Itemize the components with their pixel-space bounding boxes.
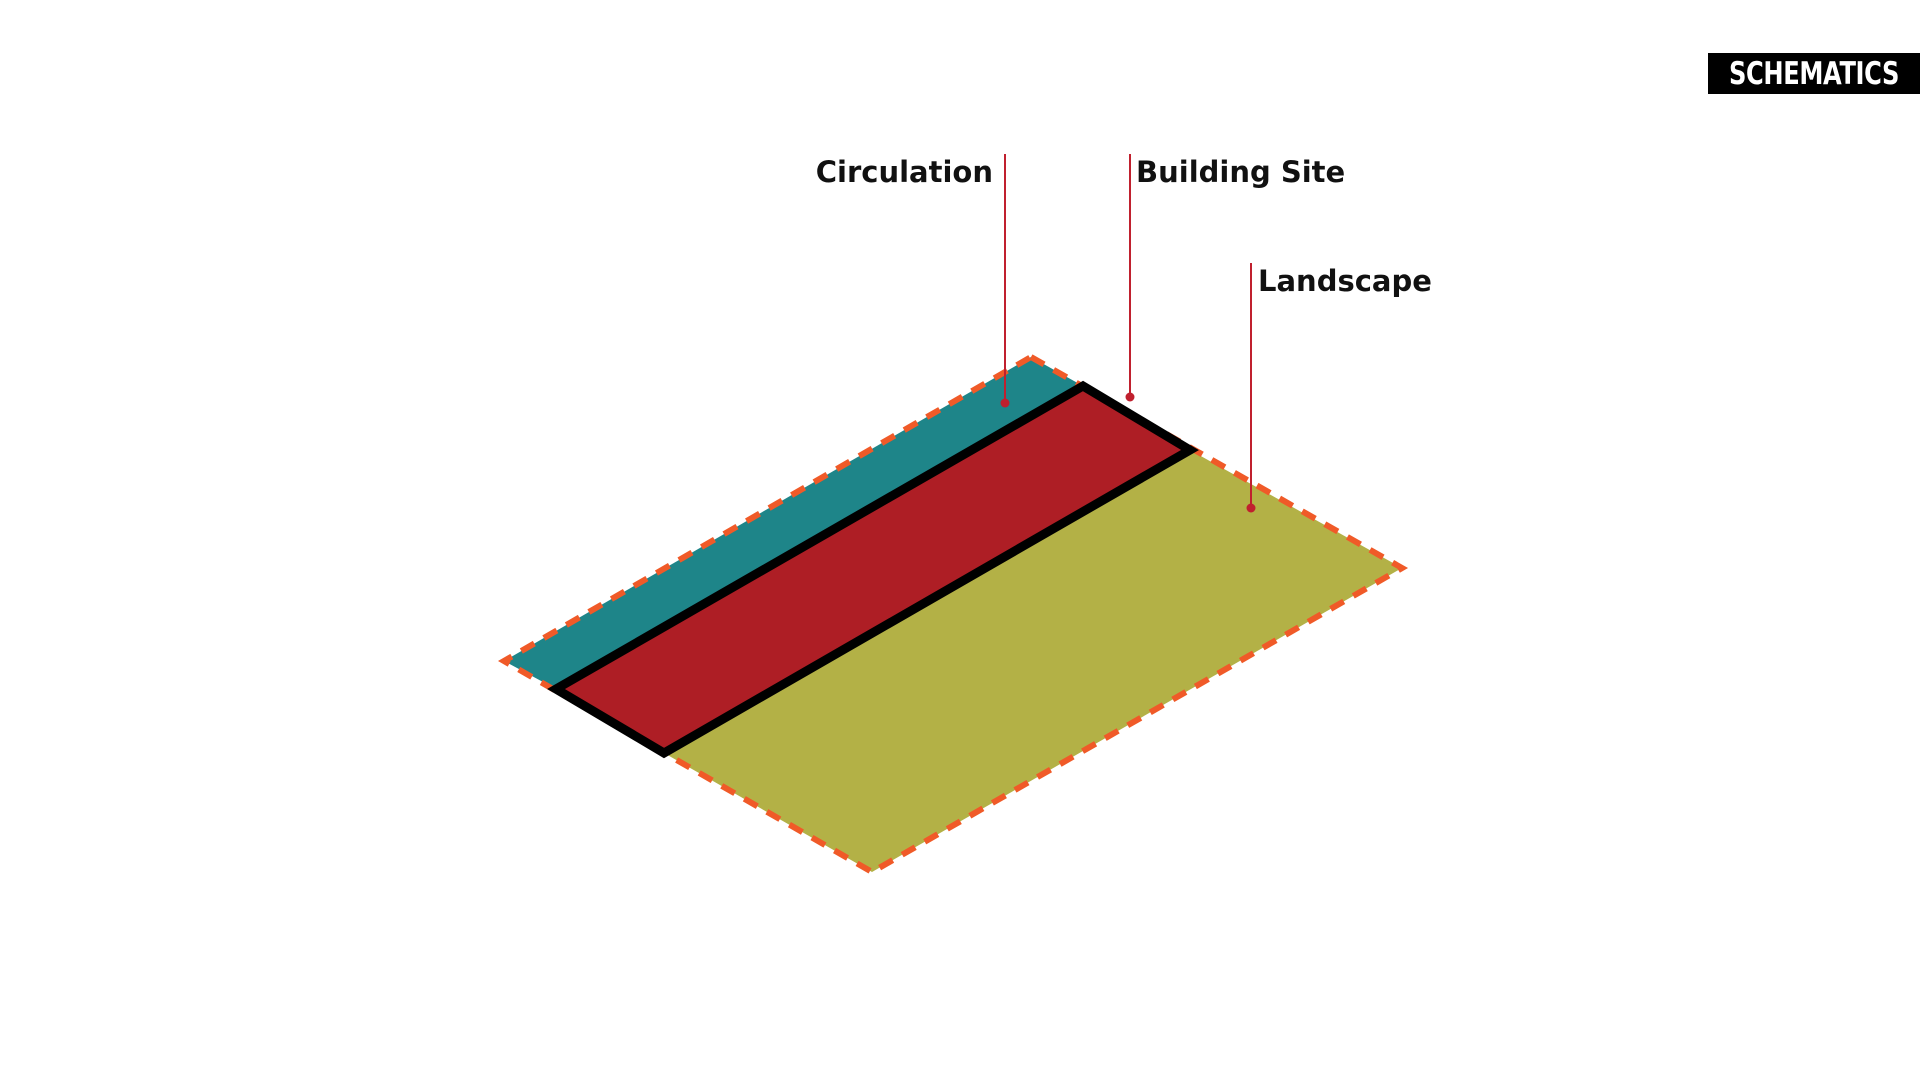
circulation-leader-dot [1000,398,1010,408]
landscape-label: Landscape [1258,264,1432,298]
circulation-label: Circulation [816,155,993,189]
building-site-leader-dot [1125,392,1135,402]
building-site-leader [1125,154,1135,402]
building-site-zone [556,386,1190,753]
site-boundary [497,353,1409,876]
schematics-badge: SCHEMATICS [1708,53,1920,94]
circulation-zone [504,357,1083,689]
building-site-outline [547,380,1199,759]
landscape-leader-dot [1246,503,1256,513]
circulation-leader [1000,154,1010,408]
landscape-leader [1246,263,1256,513]
schematics-badge-label: SCHEMATICS [1728,55,1900,92]
building-site-label: Building Site [1136,155,1345,189]
landscape-zone [664,450,1402,872]
